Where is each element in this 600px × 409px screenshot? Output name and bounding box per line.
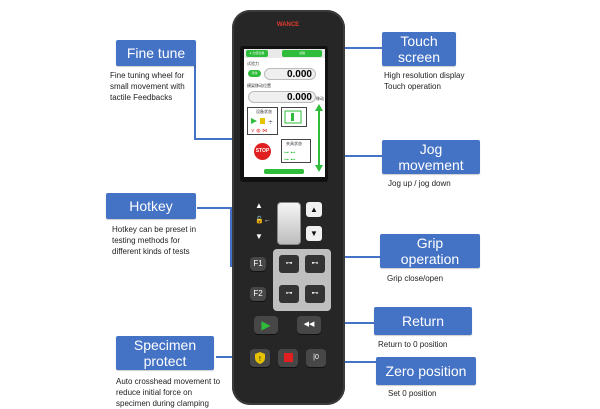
screen-vertical-arrow-icon <box>315 104 323 172</box>
callout-touch-screen: Touch screen <box>382 32 456 66</box>
lock-icon: 🔓 <box>255 217 264 224</box>
screen-side-label: 移动 <box>316 96 324 101</box>
stop-button[interactable]: STOP <box>254 143 271 160</box>
f1-hotkey-button[interactable]: F1 <box>250 257 266 271</box>
connector-hotkey-h2 <box>197 207 232 209</box>
connector-grip <box>324 256 380 258</box>
connector-fine-tune <box>194 55 196 139</box>
f2-hotkey-button[interactable]: F2 <box>250 287 266 301</box>
touch-screen-display[interactable]: ● 力值位移 试验 试验力 清零 0.000 横梁移动位置 0.000 设备状态… <box>244 49 325 177</box>
device-status-title: 设备状态 <box>256 109 272 114</box>
screen-label-force: 试验力 <box>247 61 259 66</box>
connector-jog-h <box>340 155 382 157</box>
jog-up-button[interactable]: ▲ <box>306 202 322 217</box>
svg-text:⊶ ⊷: ⊶ ⊷ <box>284 157 296 163</box>
connector-touch-screen <box>320 47 382 49</box>
callout-jog-movement: Jog movement <box>382 140 480 174</box>
callout-grip-operation: Grip operation <box>380 234 480 268</box>
return-button[interactable]: ◀◀ <box>297 316 321 334</box>
screen-device-status-panel: 设备状态 ÷ ⋎ ◍ ⋈ <box>247 107 278 135</box>
upper-grip-close-button[interactable]: ⊷ <box>305 255 325 273</box>
stop-square-icon <box>283 353 293 362</box>
start-button[interactable]: ▶ <box>254 316 278 334</box>
screen-label-position: 横梁移动位置 <box>247 83 271 88</box>
specimen-protect-description: Auto crosshead movement to reduce initia… <box>116 377 221 408</box>
callout-fine-tune: Fine tune <box>116 40 196 66</box>
screen-clamp-status-panel-2: 夹具状态 ⊶ ⊷ ⊶ ⊷ <box>281 139 311 163</box>
zero-position-button[interactable]: |0 <box>306 349 326 367</box>
grip-operation-description: Grip close/open <box>387 274 444 283</box>
jog-movement-description: Jog up / jog down <box>388 179 451 188</box>
screen-clamp-status-panel <box>281 107 307 127</box>
svg-text:÷: ÷ <box>268 119 273 126</box>
svg-text:⊶ ⊷: ⊶ ⊷ <box>284 150 296 156</box>
grip-button-panel: ⊶ ⊷ ⊶ ⊷ <box>273 249 331 311</box>
brand-logo: WANCE <box>276 22 300 28</box>
callout-hotkey: Hotkey <box>106 193 196 219</box>
callout-return: Return <box>374 307 472 335</box>
lower-grip-close-button[interactable]: ⊷ <box>305 285 325 303</box>
arrow-up-icon[interactable]: ▲ <box>255 201 263 210</box>
screen-bottom-bar <box>264 169 304 174</box>
upper-grip-open-button[interactable]: ⊶ <box>279 255 299 273</box>
shield-icon: ! <box>255 352 265 364</box>
screen-zero-pill[interactable]: 清零 <box>248 70 261 77</box>
grip-status-icons: ⊶ ⊷ ⊶ ⊷ <box>284 150 296 163</box>
jog-down-button[interactable]: ▼ <box>306 226 322 241</box>
connector-zero <box>330 361 376 363</box>
touch-screen-description: High resolution display Touch operation <box>384 71 465 91</box>
lower-grip-open-button[interactable]: ⊶ <box>279 285 299 303</box>
screen-tab-right[interactable]: 试验 <box>282 50 322 57</box>
arrow-down-icon[interactable]: ▼ <box>255 232 263 241</box>
svg-text:⋎ ◍ ⋈: ⋎ ◍ ⋈ <box>251 128 267 133</box>
screen-value-position: 0.000 <box>248 91 316 103</box>
stop-square-button[interactable] <box>278 349 298 367</box>
status-icons: ÷ ⋎ ◍ ⋈ <box>251 118 273 133</box>
callout-zero-position: Zero position <box>376 357 476 385</box>
clamp-status-title: 夹具状态 <box>286 141 302 146</box>
connector-hotkey <box>230 208 232 266</box>
screen-value-force: 0.000 <box>264 68 316 80</box>
zero-position-description: Set 0 position <box>388 389 437 398</box>
arrow-left-icon: 🔓← <box>255 217 271 224</box>
fine-tune-wheel[interactable] <box>277 202 301 245</box>
callout-specimen-protect: Specimen protect <box>116 336 214 370</box>
hotkey-description: Hotkey can be preset in testing methods … <box>112 225 197 256</box>
specimen-protect-button[interactable]: ! <box>250 349 270 367</box>
fine-tune-description: Fine tuning wheel for small movement wit… <box>110 71 185 102</box>
clamp-icon <box>284 110 302 124</box>
screen-tab-left[interactable]: ● 力值位移 <box>246 50 268 57</box>
svg-text:!: ! <box>259 355 262 363</box>
connector-return <box>322 322 374 324</box>
return-description: Return to 0 position <box>378 340 448 349</box>
